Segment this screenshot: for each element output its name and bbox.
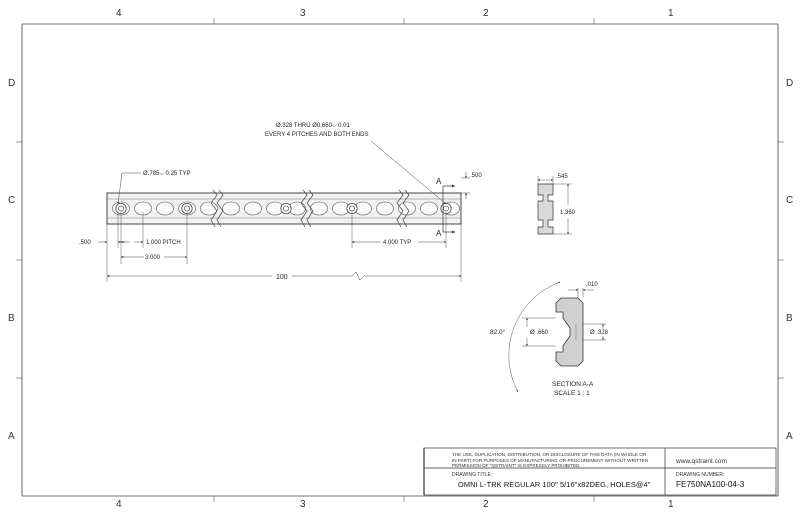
dim-detail-top-label: .010 [586,282,598,288]
hole-callout-text: Ø.785⌵ 0.25 TYP [143,171,190,177]
section-mark-bottom: A [436,229,442,238]
zone-col-3-top: 3 [300,8,306,19]
title-block [423,447,777,496]
zone-row-b-left: B [8,313,15,324]
zone-ticks [16,18,784,502]
drawing-number-label: DRAWING NUMBER: [676,472,725,478]
title-block-website: www.qstraint.com [676,458,727,465]
track-slot [222,201,240,216]
zone-row-a-left: A [8,431,15,442]
dim-pitch-label: 1.000 PITCH [146,240,181,246]
section-title: SECTION A-A [552,381,594,388]
dim-end-offset-label: .500 [79,240,91,246]
title-block-notice: THE USE, DUPLICATION, DISTRIBUTION, OR D… [452,452,649,469]
dim-countersink-dia-label: Ø .660 [530,330,549,336]
track-top-view [106,189,462,228]
section-dimensions [508,281,606,393]
dim-three-pitch-label: 3.000 [145,255,161,261]
mounting-hole [280,202,292,215]
zone-col-2-top: 2 [483,8,489,19]
thru-callout-text-2: EVERY 4 PITCHES AND BOTH ENDS [265,132,368,138]
thru-callout-text-1: Ø.328 THRU Ø0.660⌵ 0.01 [276,123,350,129]
dim-width-top [461,172,470,199]
hole-callout-leader [117,172,141,205]
thru-callout-leader [370,140,447,205]
break-symbols [210,189,410,228]
section-a-a-view [555,297,584,367]
dim-four-typ-label: 4.000 TYP [383,240,411,246]
zone-col-4-top: 4 [116,8,122,19]
drawing-title-label: DRAWING TITLE: [452,472,493,478]
zone-col-1-bottom: 1 [668,499,674,510]
zone-row-c-left: C [8,195,16,206]
mounting-holes [115,202,452,215]
zone-col-3-bottom: 3 [300,499,306,510]
zone-row-d-left: D [8,78,16,89]
dim-countersink-angle-label: 82.0° [490,328,506,336]
end-profile-view [537,183,554,235]
section-a-a-body [555,297,584,367]
zone-row-b-right: B [786,313,793,324]
dim-profile-height-label: 1.360 [560,210,576,216]
section-cut-line [442,184,456,234]
zone-col-4-bottom: 4 [116,499,122,510]
track-slot [310,201,328,216]
track-slot [420,201,438,216]
zone-col-1-top: 1 [668,8,674,19]
sheet-frame [21,23,779,497]
track-slot [244,201,262,216]
dim-overall-label: 100 [276,274,288,281]
drawing-title: OMNI L-TRK REGULAR 100" 5/16"x82DEG, HOL… [458,480,651,489]
section-mark-top: A [436,177,442,186]
zone-row-d-right: D [786,78,794,89]
dim-hole-dia-label: Ø .328 [590,330,609,336]
track-slot [200,201,218,216]
zone-col-2-bottom: 2 [483,499,489,510]
dim-profile-width-label: .545 [556,174,568,180]
dim-width-top-label: .500 [470,173,482,179]
track-slot [156,201,174,216]
track-slot [376,201,394,216]
section-scale: SCALE 1 : 1 [554,390,590,397]
dim-profile [537,176,572,235]
zone-row-c-right: C [786,195,794,206]
mounting-hole [181,202,193,215]
drawing-number: FE750NA100-04-3 [676,480,745,489]
zone-row-a-right: A [786,431,793,442]
dim-overall [106,271,462,281]
